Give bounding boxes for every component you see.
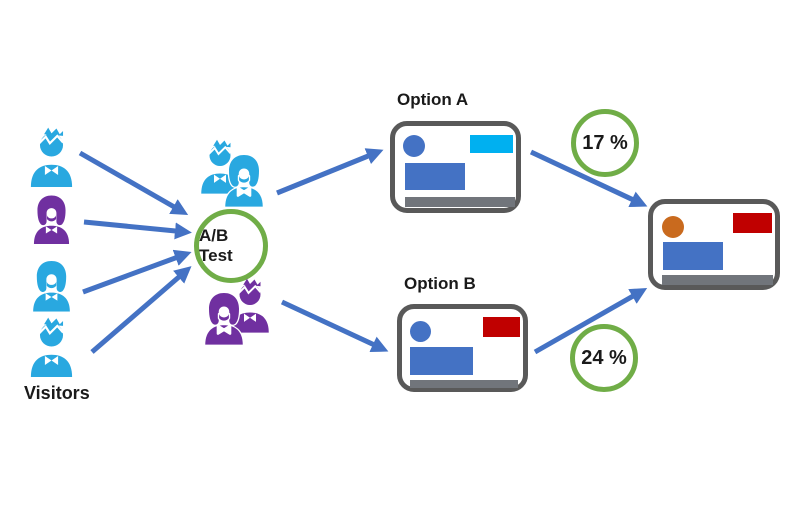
orange-circle [662, 216, 684, 238]
option-a-page-card [390, 121, 521, 213]
option-a-conversion-badge: 17 % [571, 109, 639, 177]
visitors-label: Visitors [24, 383, 90, 403]
female-user-icon [29, 192, 74, 244]
ab-test-hub: A/B Test [194, 209, 268, 283]
blue-circle [403, 135, 425, 157]
female-user-icon [220, 151, 268, 207]
gray-footer-bar [405, 197, 515, 207]
option-a-label: Option A [397, 90, 469, 109]
gray-footer-bar [662, 275, 773, 285]
gray-footer-bar [410, 380, 518, 388]
blue-block [410, 347, 473, 375]
blue-circle [410, 321, 431, 342]
option-b-page-card [397, 304, 528, 392]
arrow-visitor3-to-hub [82, 249, 192, 295]
ab-test-label: A/B Test [199, 226, 233, 265]
result-page-card [648, 199, 780, 290]
arrow-visitor4-to-hub [90, 266, 192, 354]
red-banner [733, 213, 772, 233]
female-user-icon [28, 257, 75, 312]
arrow-hub-to-option-b [280, 299, 389, 353]
option-a-conversion-value: 17 % [582, 131, 628, 154]
arrow-visitor1-to-hub [78, 150, 189, 215]
male-user-icon [25, 126, 78, 187]
option-b-label: Option B [404, 274, 476, 293]
blue-block [405, 163, 465, 190]
female-user-icon [200, 289, 248, 345]
blue-block [663, 242, 723, 270]
option-b-conversion-badge: 24 % [570, 324, 638, 392]
option-b-conversion-value: 24 % [581, 346, 627, 369]
arrow-hub-to-option-a [276, 148, 384, 196]
lightblue-banner [470, 135, 513, 153]
male-user-icon [25, 316, 78, 377]
red-banner [483, 317, 520, 337]
arrow-visitor2-to-hub [83, 219, 192, 240]
